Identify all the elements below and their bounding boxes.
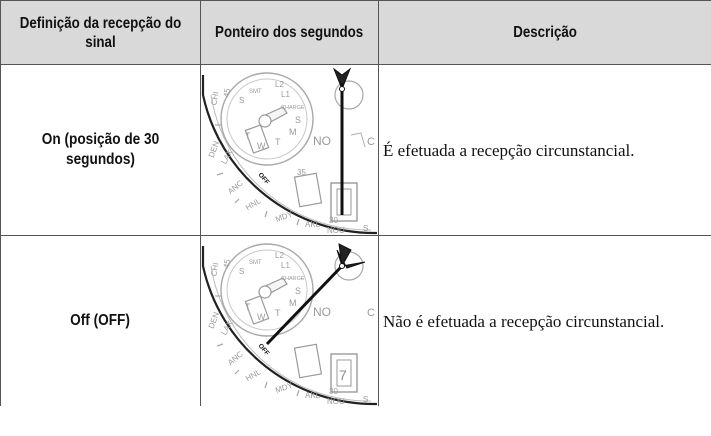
svg-text:W: W <box>257 141 266 151</box>
svg-text:CHI: CHI <box>209 91 220 106</box>
svg-text:NOU: NOU <box>327 226 345 235</box>
svg-text:S: S <box>239 96 244 105</box>
svg-text:SMT: SMT <box>249 89 262 95</box>
header-second-hand: Ponteiro dos segundos <box>200 0 379 65</box>
description-cell-on: É efetuada a recepção circunstancial. <box>378 64 711 236</box>
dial-illustration-off: SMT L2 L1 CHARGE S T W T M S NO C CHI 45 <box>200 235 379 406</box>
svg-text:L1: L1 <box>281 261 290 270</box>
svg-text:NO: NO <box>313 134 331 148</box>
svg-text:ANC: ANC <box>226 349 245 367</box>
svg-text:45: 45 <box>222 258 233 269</box>
svg-text:T: T <box>245 302 251 312</box>
svg-text:L2: L2 <box>275 80 284 89</box>
svg-text:HNL: HNL <box>244 367 263 383</box>
dial-illustration-on: SMT L2 L1 CHARGE S T W T M S NO C CHI 45 <box>200 64 379 236</box>
svg-text:CHARGE: CHARGE <box>281 276 305 282</box>
svg-text:DEN: DEN <box>207 140 221 159</box>
svg-text:C: C <box>367 307 375 319</box>
svg-text:L2: L2 <box>275 251 284 260</box>
svg-text:NO: NO <box>313 305 331 319</box>
svg-text:M: M <box>289 127 297 137</box>
svg-text:M: M <box>289 298 297 308</box>
svg-text:OFF: OFF <box>257 172 271 186</box>
watch-dial-on-image: SMT L2 L1 CHARGE S T W T M S NO C CHI 45 <box>201 67 377 235</box>
signal-reception-table: Definição da recepção do sinal Ponteiro … <box>0 0 711 406</box>
svg-text:S: S <box>239 267 244 276</box>
svg-text:W: W <box>257 312 266 322</box>
setting-cell-off: Off (OFF) <box>0 235 201 406</box>
svg-text:AKL: AKL <box>305 391 321 400</box>
svg-text:NOU: NOU <box>327 397 345 406</box>
description-cell-off: Não é efetuada a recepção circunstancial… <box>378 235 711 406</box>
svg-text:T: T <box>275 137 281 147</box>
svg-text:S: S <box>295 115 301 125</box>
setting-cell-on: On (posição de 30 segundos) <box>0 64 201 236</box>
header-row: Definição da recepção do sinal Ponteiro … <box>0 0 711 65</box>
svg-text:SMT: SMT <box>249 260 262 266</box>
svg-text:ANC: ANC <box>226 178 245 196</box>
svg-text:S: S <box>295 286 301 296</box>
svg-text:MDY: MDY <box>274 380 294 395</box>
svg-text:C: C <box>367 136 375 148</box>
svg-text:35: 35 <box>297 168 306 177</box>
header-description: Descrição <box>378 0 711 65</box>
svg-text:MDY: MDY <box>274 209 294 224</box>
svg-text:S: S <box>363 395 368 404</box>
watch-dial-off-image: SMT L2 L1 CHARGE S T W T M S NO C CHI 45 <box>201 243 377 406</box>
svg-text:T: T <box>275 308 281 318</box>
svg-text:45: 45 <box>222 87 233 98</box>
table-row: Off (OFF) SMT L2 <box>0 235 711 406</box>
svg-text:30: 30 <box>329 387 338 396</box>
svg-text:L1: L1 <box>281 90 290 99</box>
svg-text:CHI: CHI <box>209 262 220 277</box>
svg-text:30: 30 <box>329 216 338 225</box>
svg-text:CHARGE: CHARGE <box>281 105 305 111</box>
svg-text:DEN: DEN <box>207 311 221 330</box>
svg-text:T: T <box>245 131 251 141</box>
svg-text:HNL: HNL <box>244 196 263 212</box>
table-row: On (posição de 30 segundos) <box>0 64 711 236</box>
svg-text:7: 7 <box>339 367 347 383</box>
svg-text:S: S <box>363 224 368 233</box>
header-setting: Definição da recepção do sinal <box>0 0 201 65</box>
svg-text:AKL: AKL <box>305 220 321 229</box>
